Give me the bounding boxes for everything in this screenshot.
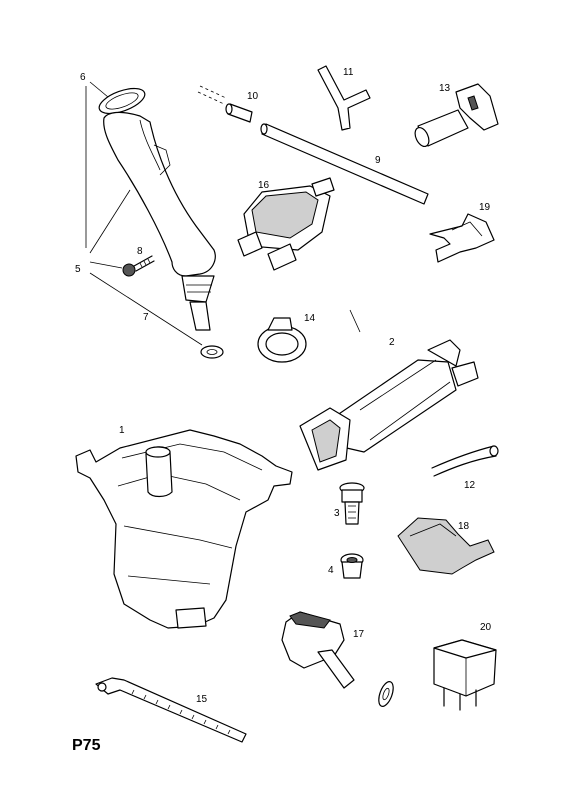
label-8: 8 [137, 246, 143, 257]
part-labels: 6 5 8 7 10 11 13 9 16 19 14 2 1 12 3 18 … [75, 67, 492, 705]
label-15: 15 [196, 694, 208, 705]
part-3-filter [339, 482, 365, 525]
part-11-y-connector [317, 65, 371, 131]
label-19: 19 [479, 202, 491, 213]
label-11: 11 [343, 67, 354, 78]
part-2-washer-pump [299, 339, 479, 471]
part-10-tube [197, 85, 253, 123]
part-12-hose [431, 445, 499, 477]
label-9: 9 [375, 155, 381, 166]
part-9-hose [260, 123, 429, 205]
part-14-hose-clamp [257, 317, 307, 363]
part-18-nozzle [397, 517, 495, 575]
label-12: 12 [464, 480, 476, 491]
label-18: 18 [458, 521, 470, 532]
label-5: 5 [75, 264, 81, 275]
part-5-filler-neck [103, 111, 216, 331]
label-3: 3 [334, 508, 340, 519]
label-13: 13 [439, 83, 451, 94]
part-19-bracket [429, 213, 495, 263]
label-16: 16 [258, 180, 270, 191]
part-4-grommet [340, 553, 364, 579]
part-7-seal-ring [200, 345, 224, 359]
label-20: 20 [480, 622, 492, 633]
label-10: 10 [247, 91, 259, 102]
label-17: 17 [353, 629, 365, 640]
part-20-relay [433, 639, 497, 711]
part-15-cable-tie [95, 677, 247, 743]
label-4: 4 [328, 565, 334, 576]
part-8-screw [122, 255, 155, 277]
label-7: 7 [143, 312, 149, 323]
leader-lines [85, 81, 361, 346]
label-1: 1 [119, 425, 125, 436]
part-6-filler-cap [98, 87, 146, 115]
label-2: 2 [389, 337, 395, 348]
page-code: P75 [72, 737, 101, 754]
part-16-valve [237, 177, 335, 271]
part-1-reservoir [75, 429, 293, 629]
label-14: 14 [304, 313, 316, 324]
label-6: 6 [80, 72, 86, 83]
part-17-nozzle [281, 611, 394, 707]
part-13-connector [414, 83, 499, 148]
